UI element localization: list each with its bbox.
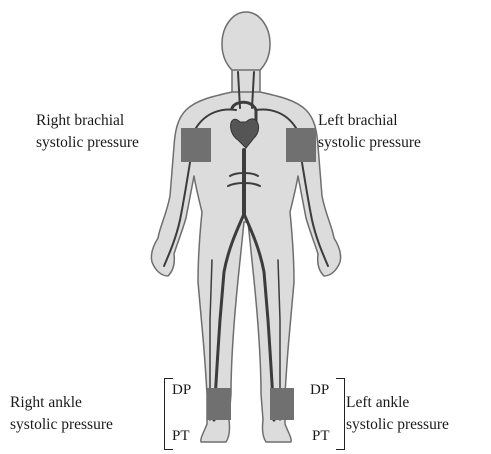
right-pt-label: PT [172, 428, 190, 445]
right-ankle-line1: Right ankle [10, 392, 113, 414]
left-brachial-line1: Left brachial [318, 110, 421, 132]
right-brachial-line2: systolic pressure [36, 132, 139, 154]
body-silhouette [151, 12, 340, 442]
left-brachial-cuff [286, 128, 316, 162]
right-ankle-label: Right ankle systolic pressure [10, 392, 113, 436]
left-ankle-cuff [270, 388, 294, 420]
left-pt-label: PT [312, 428, 330, 445]
left-brachial-label: Left brachial systolic pressure [318, 110, 421, 154]
right-ankle-line2: systolic pressure [10, 414, 113, 436]
left-ankle-label: Left ankle systolic pressure [346, 392, 449, 436]
head [222, 12, 270, 76]
right-dp-label: DP [172, 382, 191, 399]
right-brachial-label: Right brachial systolic pressure [36, 110, 139, 154]
left-brachial-line2: systolic pressure [318, 132, 421, 154]
left-ankle-bracket [336, 378, 345, 450]
right-brachial-cuff [181, 128, 211, 162]
right-brachial-line1: Right brachial [36, 110, 139, 132]
left-ankle-line2: systolic pressure [346, 414, 449, 436]
right-ankle-cuff [207, 388, 231, 420]
left-dp-label: DP [310, 382, 329, 399]
left-ankle-line1: Left ankle [346, 392, 449, 414]
